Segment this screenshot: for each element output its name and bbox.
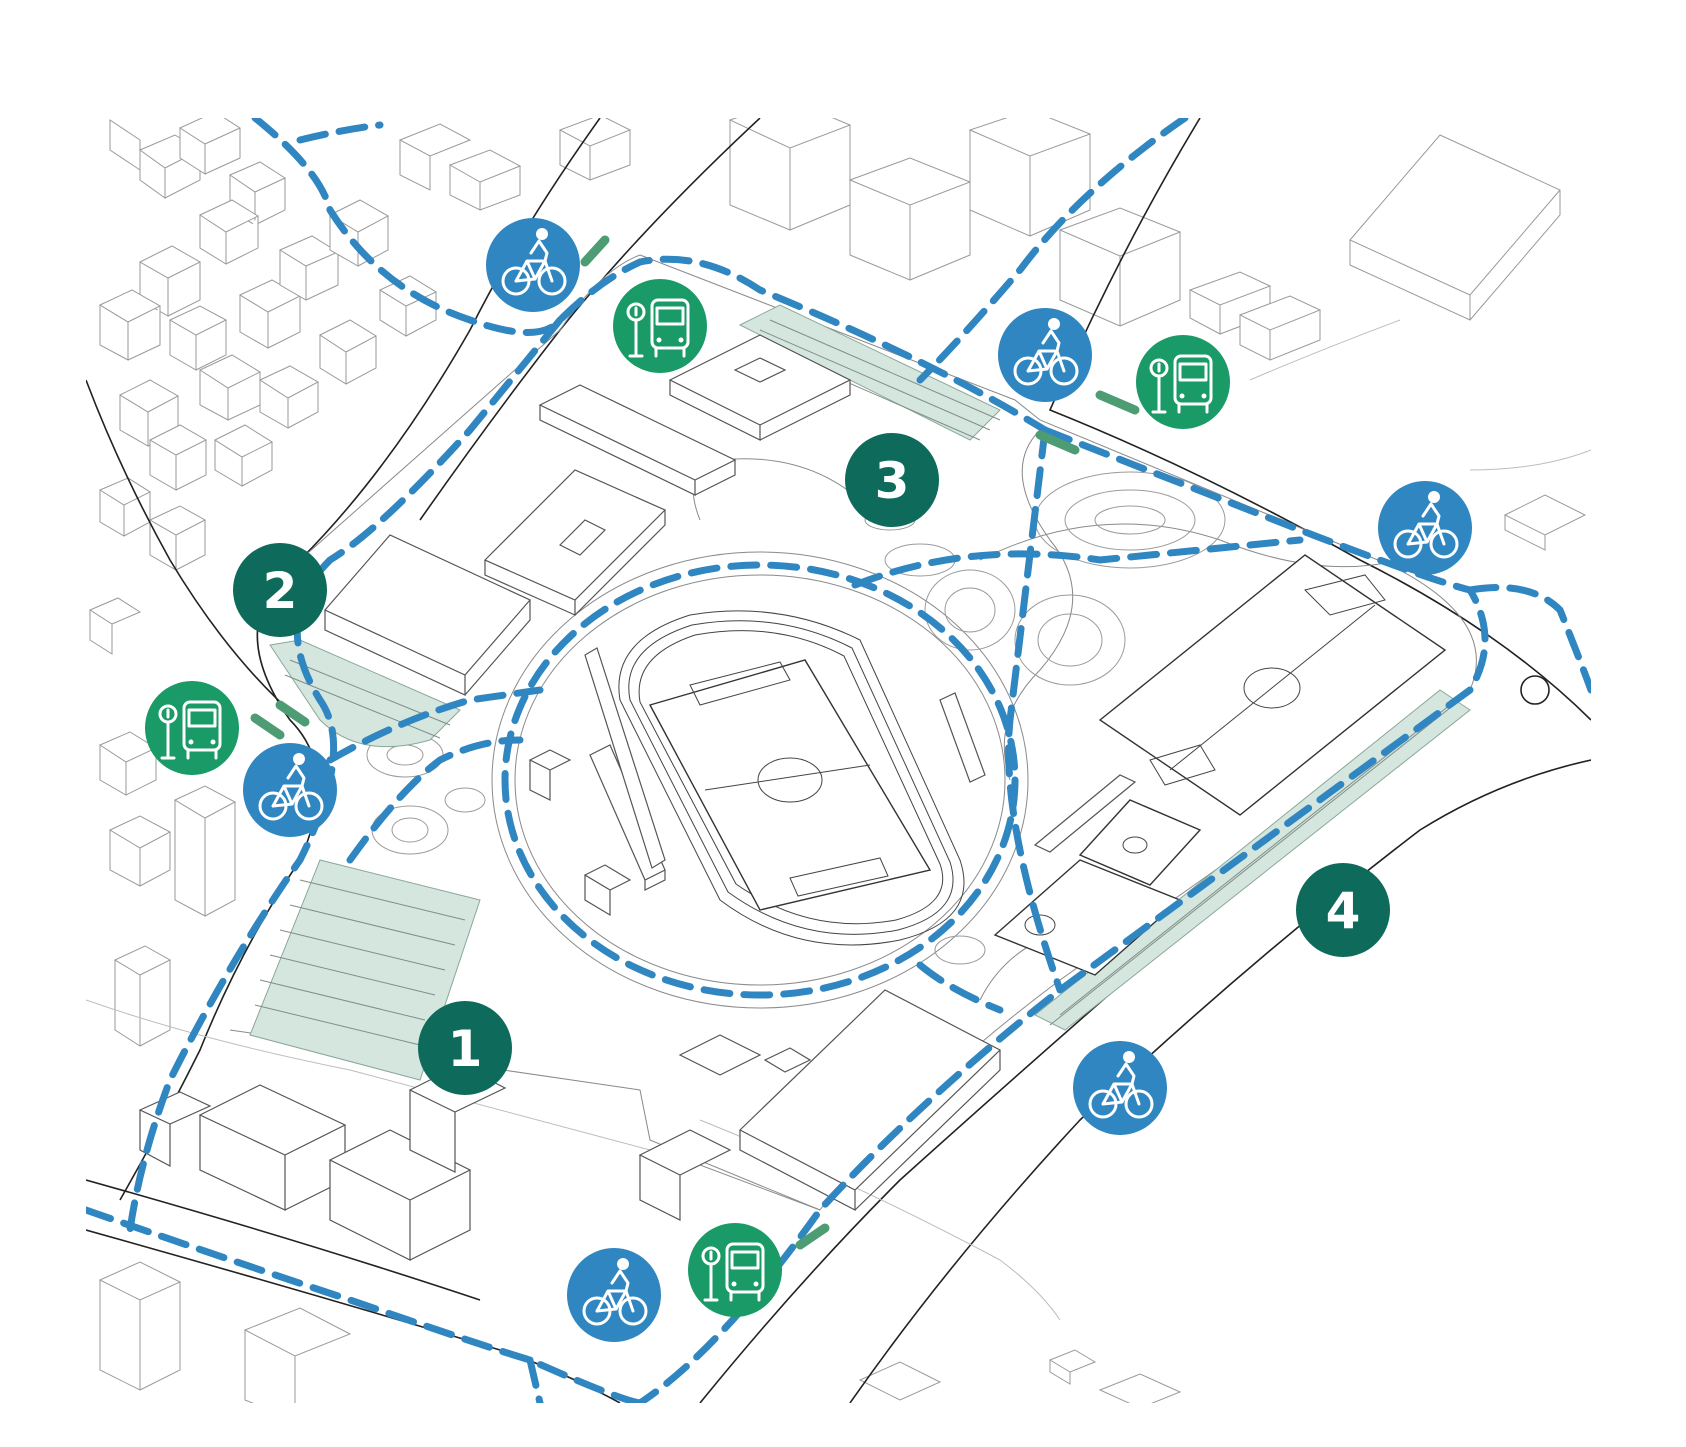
bus-marker <box>611 277 709 375</box>
parking-areas <box>249 304 1471 1081</box>
zone-label-3: 3 <box>875 452 910 510</box>
city-blocks-west <box>88 118 438 1047</box>
bicycle-icon <box>996 306 1094 404</box>
sports-fields <box>993 554 1447 976</box>
bus-stop-icon <box>1134 333 1232 431</box>
bicycle-icon <box>565 1246 663 1344</box>
zone-label-1: 1 <box>448 1020 483 1078</box>
zone-label-2: 2 <box>263 562 298 620</box>
landscape-mounds <box>366 471 1226 965</box>
city-blocks-south <box>98 1261 1182 1403</box>
bus-stop-icon <box>143 679 241 777</box>
bicycle-icon <box>1071 1039 1169 1137</box>
bicycle-icon <box>1376 479 1474 577</box>
bike-routes <box>86 118 1591 1403</box>
zone-label-4: 4 <box>1326 882 1361 940</box>
zone-marker-4: 4 <box>1296 863 1390 957</box>
bicycle-icon <box>241 741 339 839</box>
zone-marker-3: 3 <box>845 433 939 527</box>
bus-marker <box>1134 333 1232 431</box>
bike-marker <box>241 741 339 839</box>
bicycle-icon <box>484 216 582 314</box>
zone-marker-2: 2 <box>233 543 327 637</box>
bike-marker <box>1376 479 1474 577</box>
bus-marker <box>143 679 241 777</box>
bus-stop-platforms <box>250 235 1140 1250</box>
bus-stop-icon <box>686 1221 784 1319</box>
stadium-athletics-track <box>584 610 965 946</box>
bike-marker <box>1071 1039 1169 1137</box>
city-blocks-north <box>398 118 1587 551</box>
bus-stop-icon <box>611 277 709 375</box>
bus-marker <box>686 1221 784 1319</box>
bike-marker <box>565 1246 663 1344</box>
bike-marker <box>484 216 582 314</box>
site-buildings <box>138 334 1137 1261</box>
zone-marker-1: 1 <box>418 1001 512 1095</box>
bike-marker <box>996 306 1094 404</box>
